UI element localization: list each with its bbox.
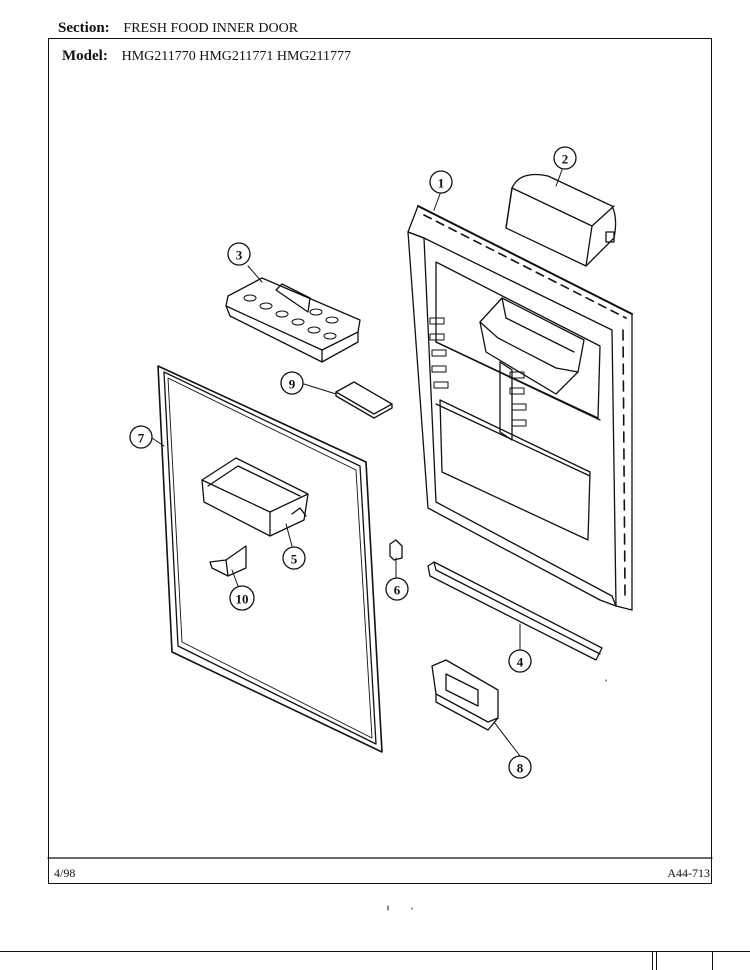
callout-1: 1 [438,176,445,191]
callout-2: 2 [562,152,569,167]
part-1-door-liner [407,205,633,611]
part-3-egg-tray [225,277,361,363]
bottom-tick [656,951,657,970]
part-10-bracket [209,545,247,577]
part-8-control-housing [431,659,499,731]
section-value: FRESH FOOD INNER DOOR [123,21,299,36]
callout-4: 4 [517,655,524,670]
callout-8: 8 [517,761,524,776]
callout-circle-9 [280,371,304,395]
date-code: 4/98 [54,866,76,880]
model-label: Model: [62,48,108,64]
callout-7: 7 [138,431,145,446]
callout-circle-10 [229,585,255,611]
callout-circle-2 [553,146,577,170]
model-value: HMG211770 HMG211771 HMG211777 [121,49,352,64]
callout-circle-1 [429,170,453,194]
section-row: Section: FRESH FOOD INNER DOOR [58,20,298,37]
bottom-rule [0,951,750,952]
model-row: Model: HMG211770 HMG211771 HMG211777 [62,48,351,65]
part-4-trim-rail [427,561,603,661]
callout-numbers: 1 2 3 4 5 6 7 8 9 10 [138,152,569,776]
callout-6: 6 [394,583,401,598]
part-5-door-bin [201,457,309,537]
callout-circle-7 [129,425,153,449]
callout-9: 9 [289,377,296,392]
leader-lines [151,169,563,757]
callout-5: 5 [291,552,298,567]
callout-circles [129,146,577,779]
section-label: Section: [58,20,110,36]
callout-circle-6 [385,577,409,601]
rack-teeth [429,317,527,427]
drawing-number: A44-713 [667,866,710,880]
callout-10: 10 [236,592,249,607]
callout-3: 3 [236,248,243,263]
part-6-clip [389,539,403,561]
bottom-tick [652,951,653,970]
scan-specks [387,679,607,911]
diagram-frame [48,38,712,884]
callout-circle-5 [282,546,306,570]
callout-circle-8 [508,755,532,779]
callout-circle-3 [227,242,251,266]
part-7-door-gasket [157,365,383,753]
callout-circle-4 [508,649,532,673]
bottom-tick [712,951,713,970]
part-9-small-tray [335,381,393,419]
part-2-dairy-cover [505,173,617,267]
